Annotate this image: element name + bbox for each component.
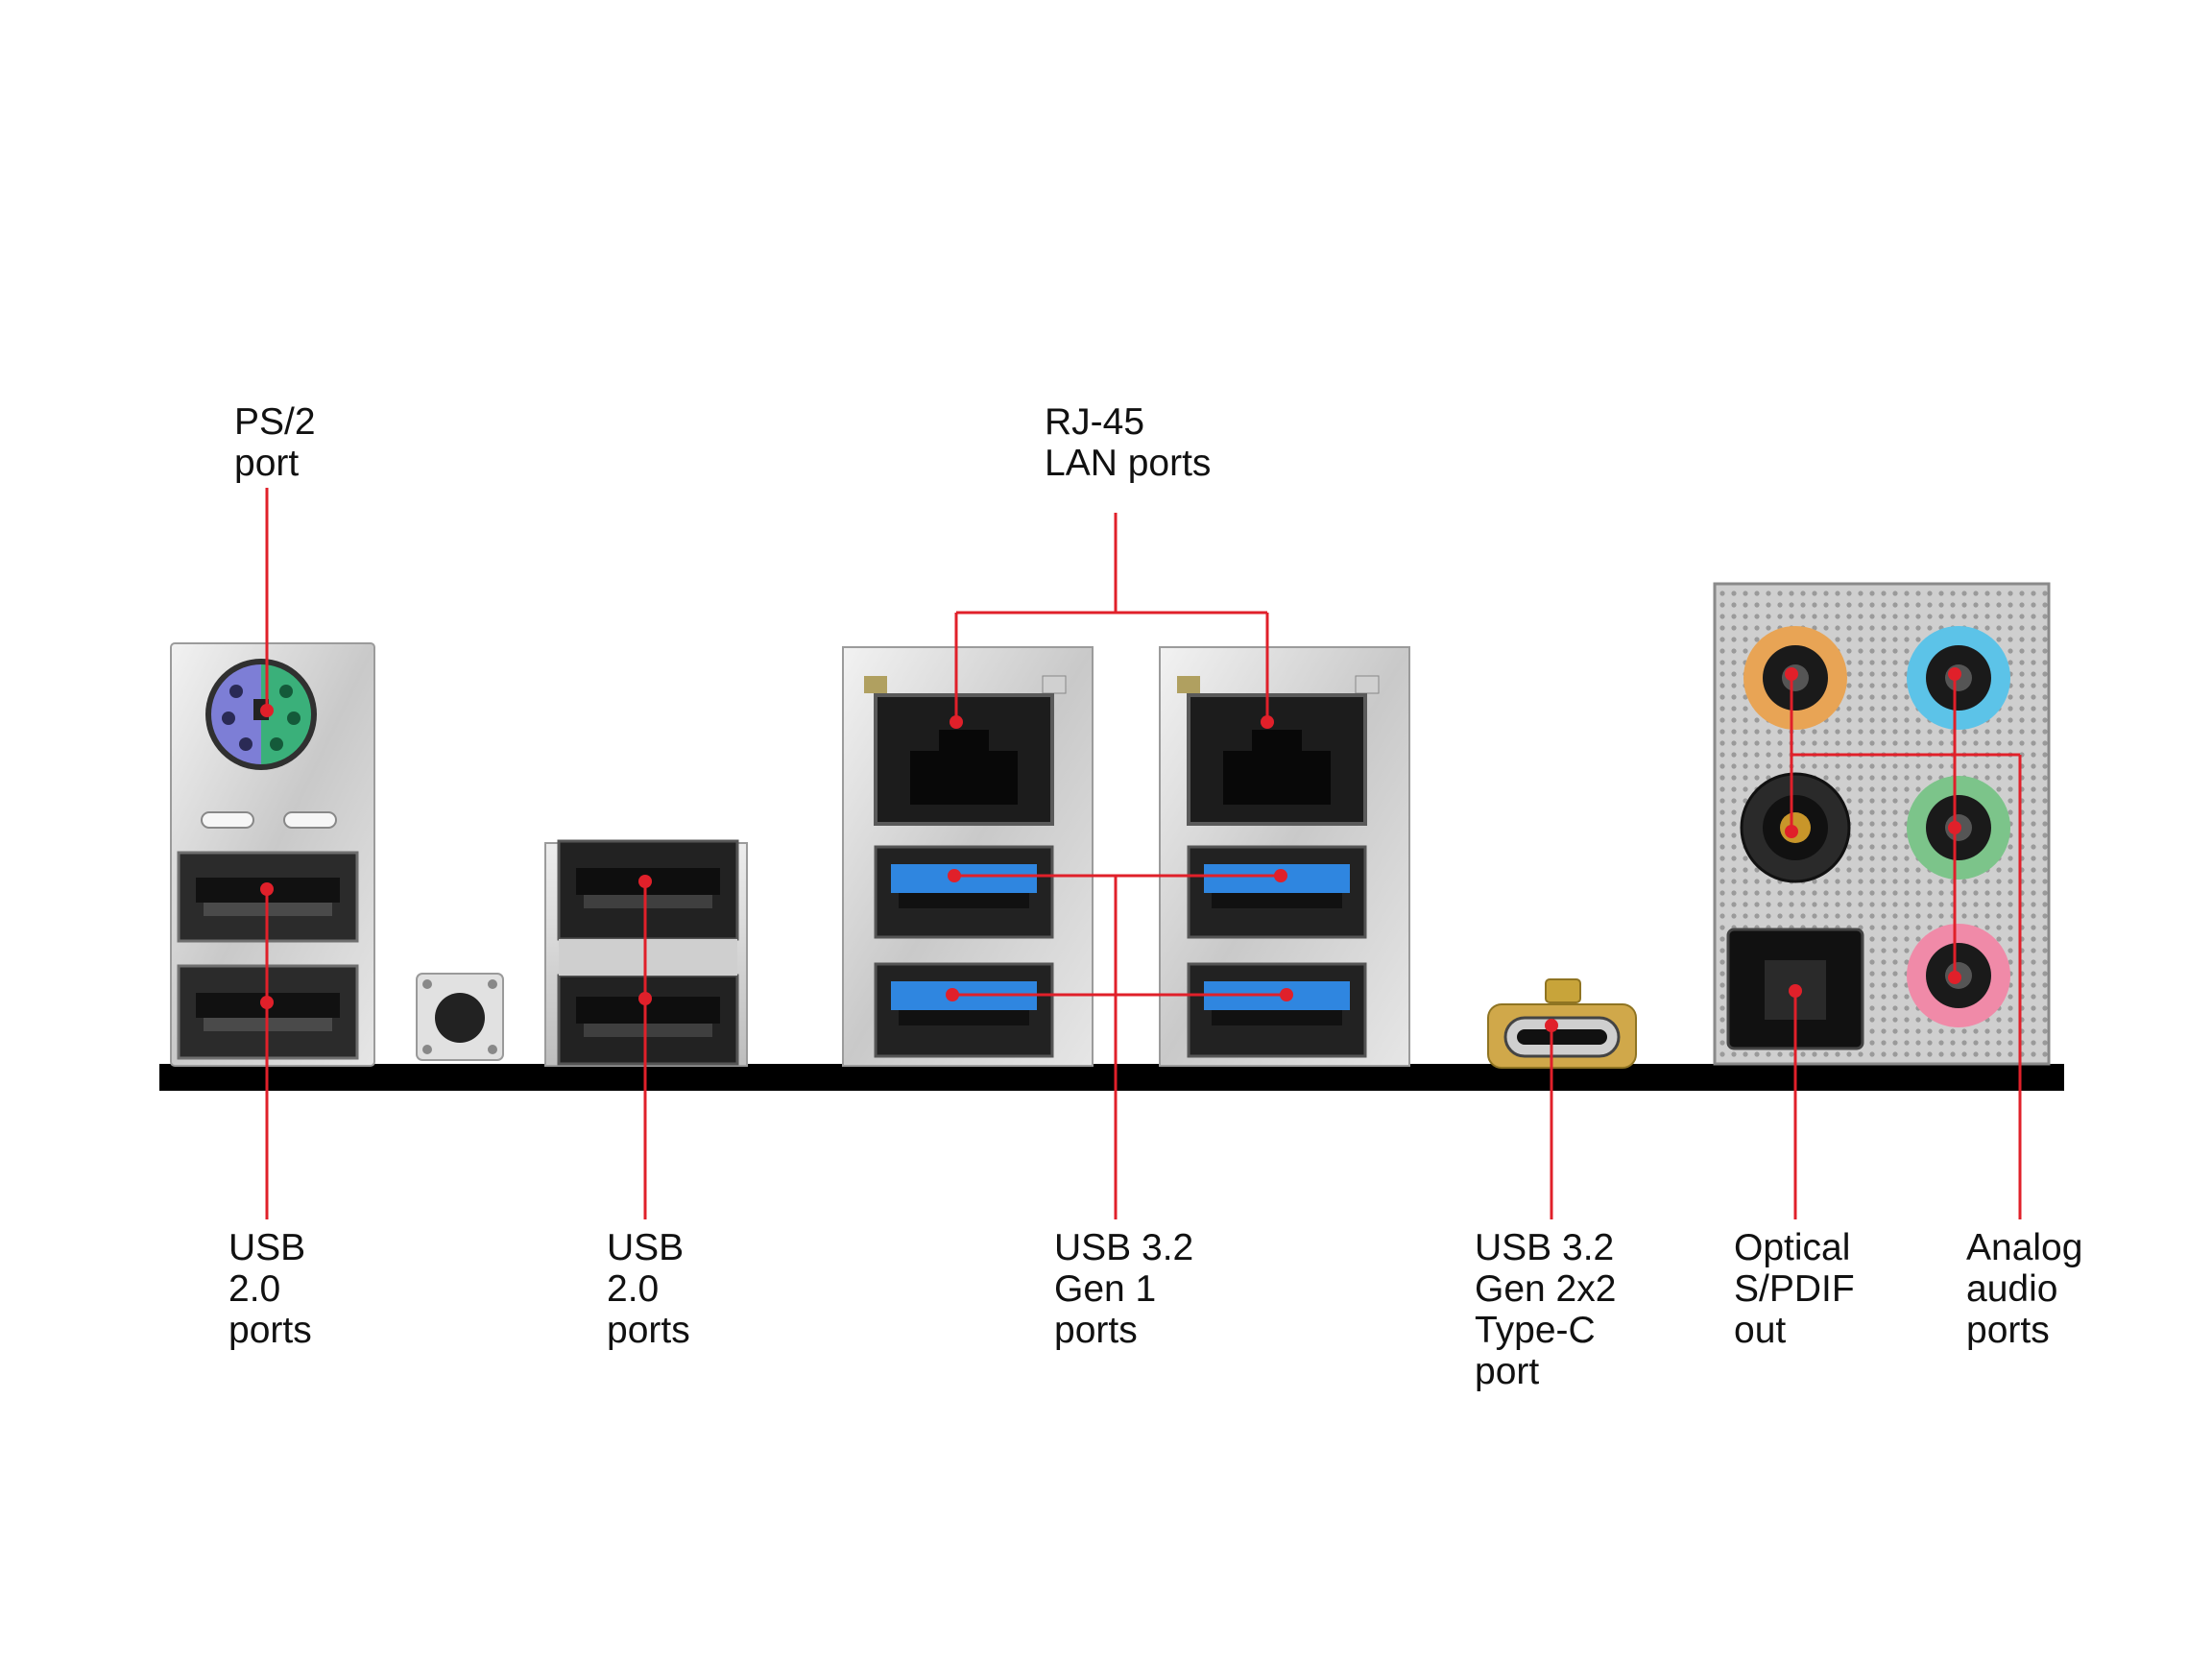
label-line: PS/2 xyxy=(234,401,316,443)
usb-port-icon xyxy=(1187,845,1367,939)
label-analog-audio-ports: Analog audio ports xyxy=(1966,1227,2082,1351)
label-line: port xyxy=(1475,1351,1540,1392)
label-usb20-ports-middle: USB 2.0 ports xyxy=(607,1227,690,1351)
label-line: ports xyxy=(1966,1310,2050,1351)
label-line: audio xyxy=(1966,1268,2058,1310)
ps2-port-icon xyxy=(205,659,317,770)
label-line: 2.0 xyxy=(607,1268,660,1310)
label-usb32-gen2x2-typec-port: USB 3.2 Gen 2x2 Type-C port xyxy=(1475,1227,1616,1392)
usb-port-icon xyxy=(874,962,1054,1058)
optical-port-icon xyxy=(1726,928,1864,1050)
io-shield-bar xyxy=(159,1064,2064,1091)
label-line: out xyxy=(1734,1310,1787,1351)
label-line: port xyxy=(234,443,300,484)
label-line: Type-C xyxy=(1475,1310,1596,1351)
label-line: 2.0 xyxy=(228,1268,281,1310)
usb-c-port-icon xyxy=(1487,978,1637,1069)
label-usb32-gen1-ports: USB 3.2 Gen 1 ports xyxy=(1054,1227,1193,1351)
label-line: USB 3.2 xyxy=(1054,1227,1194,1268)
lan-usb3-stack-1 xyxy=(842,646,1094,1067)
lan-usb3-stack-2 xyxy=(1159,646,1410,1067)
label-line: Gen 2x2 xyxy=(1475,1268,1617,1310)
label-line: USB 3.2 xyxy=(1475,1227,1615,1268)
label-line: USB xyxy=(228,1227,306,1268)
usb-port-icon xyxy=(1187,962,1367,1058)
rj45-port-icon xyxy=(874,693,1054,826)
label-line: LAN ports xyxy=(1045,443,1212,484)
usb-port-icon xyxy=(874,845,1054,939)
audio-block xyxy=(1713,582,2051,1066)
label-line: ports xyxy=(228,1310,312,1351)
label-optical-spdif-out: Optical S/PDIF out xyxy=(1734,1227,1855,1351)
label-line: ports xyxy=(607,1310,690,1351)
label-line: RJ-45 xyxy=(1045,401,1145,443)
label-line: Optical xyxy=(1734,1227,1851,1268)
label-rj45-lan-ports: RJ-45 LAN ports xyxy=(1045,401,1211,484)
clear-cmos-button-icon xyxy=(416,973,504,1061)
label-usb20-ports-left: USB 2.0 ports xyxy=(228,1227,312,1351)
label-ps2-port: PS/2 port xyxy=(234,401,316,484)
leader-lines xyxy=(265,488,2022,1219)
label-line: Analog xyxy=(1966,1227,2083,1268)
label-line: USB xyxy=(607,1227,685,1268)
label-line: Gen 1 xyxy=(1054,1268,1157,1310)
label-line: ports xyxy=(1054,1310,1138,1351)
rj45-port-icon xyxy=(1187,693,1367,826)
label-line: S/PDIF xyxy=(1734,1268,1855,1310)
leader-endpoints xyxy=(260,667,1961,1032)
